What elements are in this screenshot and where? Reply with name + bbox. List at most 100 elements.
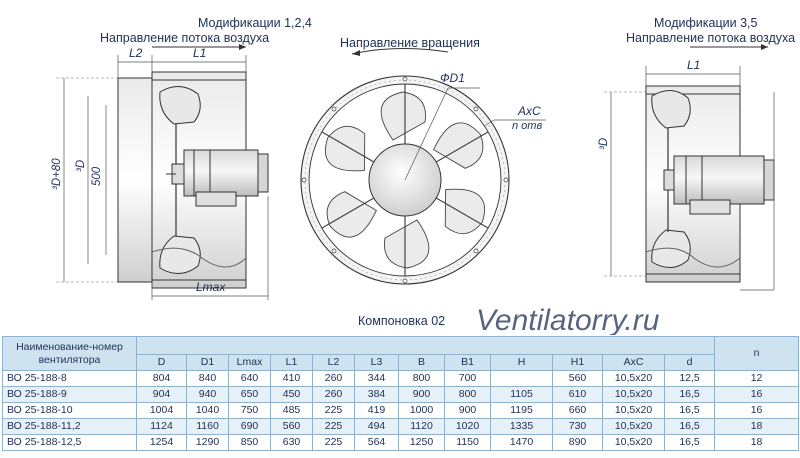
dim-l1-right: L1	[687, 58, 700, 72]
cell-model: ВО 25-188-12,5	[2, 434, 137, 451]
cell: 1105	[490, 386, 553, 403]
dim-lmax: Lmax	[196, 280, 226, 294]
cell: 10,5x20	[602, 402, 665, 419]
left-mods-title: Модификации 1,2,4	[198, 16, 312, 30]
technical-drawing: Модификации 1,2,4 Направление потока воз…	[51, 16, 795, 335]
watermark: Ventilatorry.ru	[476, 304, 660, 335]
cell: 1250	[398, 434, 445, 451]
header-col: H1	[552, 354, 603, 371]
cell-model: ВО 25-188-9	[2, 386, 137, 403]
cell: 260	[312, 386, 355, 403]
cell: 225	[312, 418, 355, 435]
cell: 650	[228, 386, 271, 403]
header-col: H	[490, 354, 553, 371]
cell: 384	[354, 386, 399, 403]
cell: 344	[354, 370, 399, 387]
dim-d-right: ³D	[598, 138, 610, 150]
cell: 1335	[490, 418, 553, 435]
cell: 630	[270, 434, 313, 451]
table-row: ВО 25-188-10 1004 1040 750 485 225 419 1…	[2, 402, 800, 419]
cell: 700	[444, 370, 491, 387]
cell: 450	[270, 386, 313, 403]
cell: 800	[398, 370, 445, 387]
cell: 16,5	[663, 418, 716, 435]
cell-model: ВО 25-188-8	[2, 370, 137, 387]
header-col: L1	[270, 354, 313, 371]
header-col: Lmax	[228, 354, 271, 371]
cell: 750	[228, 402, 271, 419]
cell: 1000	[398, 402, 445, 419]
rotation-title: Направление вращения	[340, 36, 480, 50]
cell: 16,5	[663, 402, 716, 419]
left-side-view: Модификации 1,2,4 Направление потока воз…	[51, 16, 312, 300]
cell: 564	[354, 434, 399, 451]
cell-n: 18	[714, 418, 800, 435]
cell: 16,5	[663, 434, 716, 451]
cell: 419	[354, 402, 399, 419]
cell: 1120	[398, 418, 445, 435]
cell: 12,5	[663, 370, 716, 387]
dim-l1-left: L1	[193, 46, 206, 60]
cell: 900	[444, 402, 491, 419]
right-mods-title: Модификации 3,5	[654, 16, 757, 30]
layout-caption: Компоновка 02	[358, 314, 445, 328]
header-n: n	[714, 336, 800, 371]
cell: 900	[398, 386, 445, 403]
header-col: B1	[444, 354, 491, 371]
dim-axc: AxC	[517, 104, 541, 118]
cell: 225	[312, 402, 355, 419]
cell: 1160	[186, 418, 229, 435]
cell: 730	[552, 418, 603, 435]
cell: 10,5x20	[602, 370, 665, 387]
cell: 840	[186, 370, 229, 387]
header-spacer	[135, 336, 716, 355]
cell: 16,5	[663, 386, 716, 403]
cell: 1124	[136, 418, 187, 435]
cell: 1254	[136, 434, 187, 451]
cell: 10,5x20	[602, 418, 665, 435]
cell: 485	[270, 402, 313, 419]
dim-fd1: ФD1	[440, 71, 465, 85]
right-flow-title: Направление потока воздуха	[626, 31, 795, 45]
cell: 690	[228, 418, 271, 435]
header-col: d	[663, 354, 716, 371]
cell: 940	[186, 386, 229, 403]
cell: 1020	[444, 418, 491, 435]
header-col: D1	[186, 354, 229, 371]
front-view: Направление вращения	[300, 36, 546, 328]
table-header-columns: D D1 Lmax L1 L2 L3 B B1 H H1 AxC d	[3, 354, 799, 371]
header-model-name: Наименование-номер вентилятора	[2, 336, 137, 371]
cell: 1040	[186, 402, 229, 419]
cell-model: ВО 25-188-11,2	[2, 418, 137, 435]
cell: 890	[552, 434, 603, 451]
cell: 1150	[444, 434, 491, 451]
cell: 225	[312, 434, 355, 451]
cell: 494	[354, 418, 399, 435]
header-col: L3	[354, 354, 399, 371]
cell: 260	[312, 370, 355, 387]
left-flow-title: Направление потока воздуха	[100, 31, 269, 45]
table-row: ВО 25-188-8 804 840 640 410 260 344 800 …	[2, 370, 800, 387]
cell: 904	[136, 386, 187, 403]
header-col: D	[136, 354, 187, 371]
header-col: L2	[312, 354, 355, 371]
cell: 610	[552, 386, 603, 403]
cell: 10,5x20	[602, 386, 665, 403]
dim-500: 500	[91, 166, 103, 186]
cell: 640	[228, 370, 271, 387]
table-row: ВО 25-188-12,5 1254 1290 850 630 225 564…	[2, 434, 800, 451]
dim-n-holes: n отв	[512, 120, 542, 132]
dim-l2: L2	[129, 46, 143, 60]
cell: 560	[552, 370, 603, 387]
cell: 804	[136, 370, 187, 387]
cell: 1290	[186, 434, 229, 451]
cell-n: 18	[714, 434, 800, 451]
right-side-view: Модификации 3,5 Направление потока возду…	[598, 16, 795, 291]
dim-d-plus-80: ³D+80	[51, 158, 63, 190]
header-col: B	[398, 354, 445, 371]
cell-n: 12	[714, 370, 800, 387]
cell: 1004	[136, 402, 187, 419]
cell-model: ВО 25-188-10	[2, 402, 137, 419]
cell-n: 16	[714, 402, 800, 419]
cell: 800	[444, 386, 491, 403]
